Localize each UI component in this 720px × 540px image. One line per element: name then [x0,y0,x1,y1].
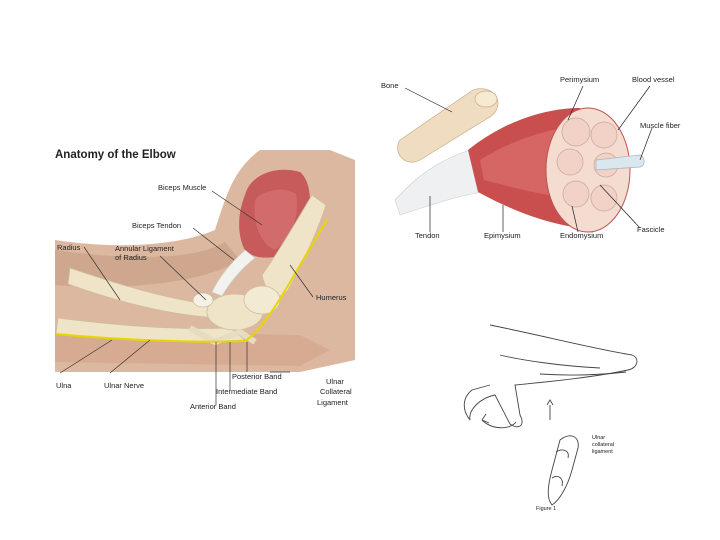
bone-shaft [397,88,499,163]
label-muscle-fiber: Muscle fiber [640,121,681,130]
label-humerus: Humerus [316,293,347,302]
hand-outline [469,324,638,428]
label-ulna: Ulna [56,381,72,390]
label-tendon: Tendon [415,231,440,240]
label-ucl-3: ligament [592,449,613,455]
blood-vessel [595,154,645,171]
ulnar-nerve [55,217,329,343]
label-ulnar-collateral-2: Collateral [320,387,352,396]
elbow-title: Anatomy of the Elbow [55,149,176,161]
label-biceps-tendon: Biceps Tendon [132,221,182,230]
fascicle-group [556,117,619,212]
label-epimysium: Epimysium [484,231,521,240]
label-ucl-1: Ulnar [592,435,606,441]
biceps-tendon [211,249,256,297]
label-radius: Radius [57,243,81,252]
thumb-bones [547,435,579,506]
label-ulnar-collateral-1: Ulnar [326,377,344,386]
label-ucl-2: collateral [592,442,615,448]
label-figure-1: Figure 1 [536,506,557,512]
label-posterior-band: Posterior Band [232,372,282,381]
label-blood-vessel: Blood vessel [632,75,675,84]
label-annular-ligament-2: of Radius [115,253,147,262]
label-bone: Bone [381,81,399,90]
label-ulnar-collateral-3: Ligament [317,398,348,407]
rotation-arrow [481,419,517,429]
label-annular-ligament: Annular Ligament [115,244,174,253]
label-perimysium: Perimysium [560,75,600,84]
label-fascicle: Fascicle [637,225,665,234]
label-intermediate-band: Intermediate Band [216,387,278,396]
label-anterior-band: Anterior Band [190,402,236,411]
label-biceps-muscle: Biceps Muscle [158,183,207,192]
label-endomysium: Endomysium [560,231,604,240]
label-ulnar-nerve: Ulnar Nerve [104,381,145,390]
